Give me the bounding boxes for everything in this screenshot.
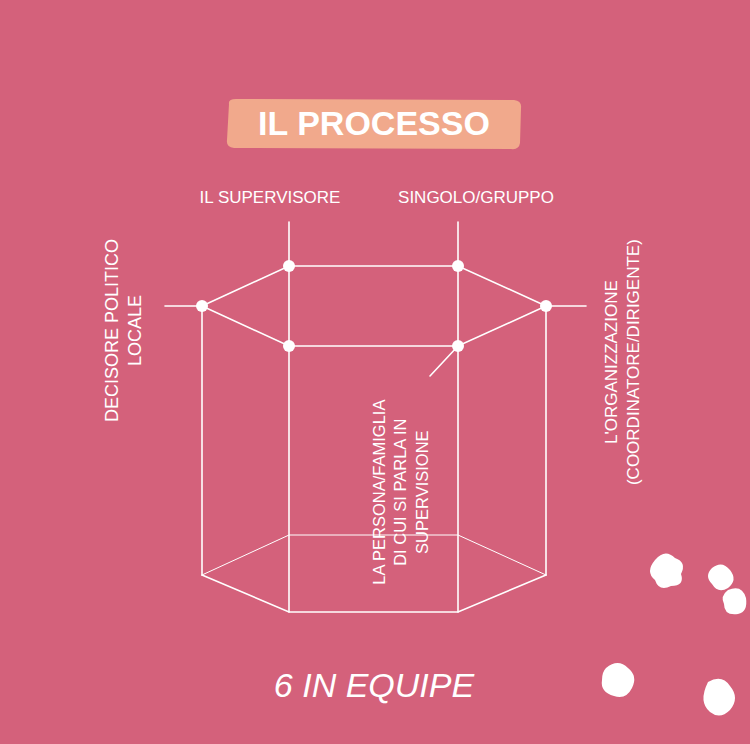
caption-text: 6 IN EQUIPE [214,667,534,704]
person-label: LA PERSONA/FAMIGLIA DI CUI SI PARLA IN S… [369,390,433,595]
supervisor-label: IL SUPERVISORE [170,187,370,209]
prism-lines [165,222,586,612]
decor-blobs [602,553,747,715]
group-label: SINGOLO/GRUPPO [376,187,576,209]
politician-label: DECISORE POLITICO LOCALE [101,223,148,438]
organization-label: L'ORGANIZZAZIONE (COORDINATORE/DIRIGENTE… [601,212,645,512]
vertex-dots [196,260,552,352]
title-band [227,99,521,149]
title-text: IL PROCESSO [229,105,519,142]
